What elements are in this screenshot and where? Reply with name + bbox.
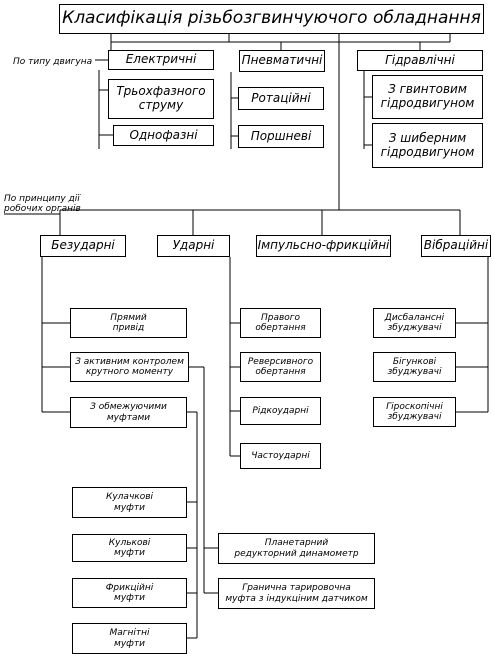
unbalance-exciter-box: Дисбалансні збуджувачі <box>373 308 456 338</box>
planetary-dynamometer-box: Планетарний редукторний динамометр <box>218 533 375 564</box>
high-frequency-impact-box: Частоударні <box>240 443 321 469</box>
piston-box: Поршневі <box>238 125 324 148</box>
pneumatic-drive-box: Пневматичні <box>239 50 325 72</box>
ball-clutch-box: Кулькові муфти <box>72 534 187 562</box>
vibration-box: Вібраційні <box>421 235 491 257</box>
active-torque-control-box: З активним контролем крутного моменту <box>70 352 189 382</box>
shockless-box: Безударні <box>40 235 126 257</box>
limit-clutch-inductive-sensor-box: Гранична тарировочна муфта з індукціним … <box>218 578 375 609</box>
direct-drive-box: Прямий привід <box>70 308 187 338</box>
three-phase-box: Трьохфазного струму <box>108 79 214 119</box>
group-label-drive-type: По типу двигуна <box>13 57 93 67</box>
limiting-clutches-box: З обмежуючими муфтами <box>70 397 187 428</box>
screw-hydromotor-box: З гвинтовим гідродвигуном <box>372 75 483 119</box>
diagram-title: Класифікація різьбозгвинчуючого обладнан… <box>59 4 484 34</box>
right-rotation-box: Правого обертання <box>240 308 321 338</box>
group-label-working-principle: По принципу дії робочих органів <box>4 194 81 215</box>
vane-hydromotor-box: З шиберним гідродвигуном <box>372 123 483 168</box>
friction-clutch-box: Фрикційні муфти <box>72 578 187 608</box>
impact-box: Ударні <box>157 235 230 257</box>
cam-clutch-box: Кулачкові муфти <box>72 487 187 518</box>
single-phase-box: Однофазні <box>113 125 214 146</box>
gyroscopic-exciter-box: Гіроскопічні збуджувачі <box>373 397 456 427</box>
reversible-rotation-box: Реверсивного обертання <box>240 352 321 382</box>
rotary-box: Ротаційні <box>238 87 324 110</box>
runner-exciter-box: Бігункові збуджувачі <box>373 352 456 382</box>
impulse-friction-box: Імпульсно-фрикційні <box>256 235 391 257</box>
low-frequency-impact-box: Рідкоударні <box>240 397 321 425</box>
hydraulic-drive-box: Гідравлічні <box>357 50 483 71</box>
electric-drive-box: Електричні <box>108 50 214 70</box>
magnetic-clutch-box: Магнітні муфти <box>72 623 187 654</box>
